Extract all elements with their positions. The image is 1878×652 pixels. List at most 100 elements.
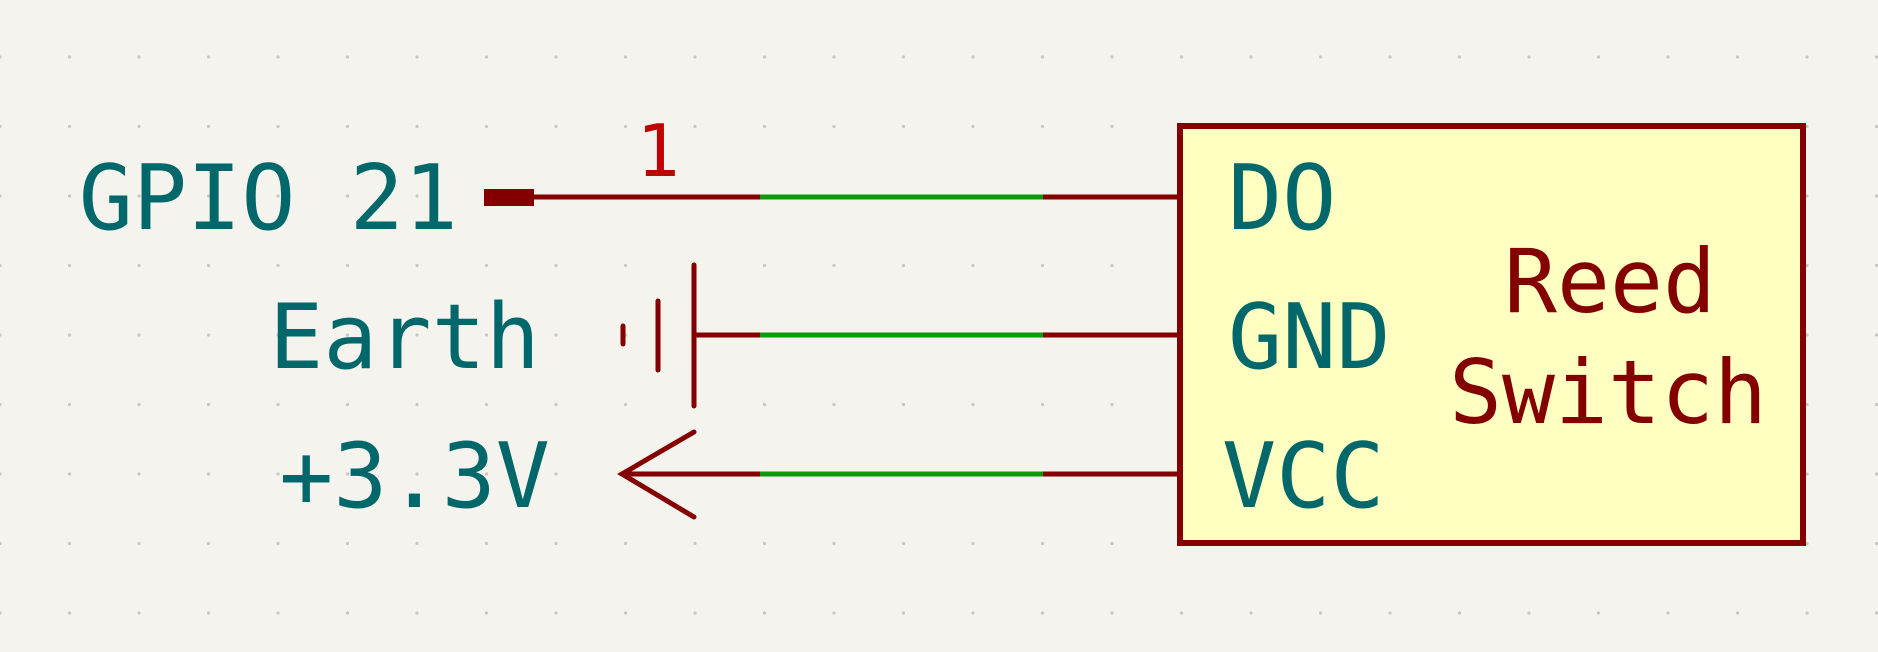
grid-dot [137,611,141,615]
grid-dot [1527,611,1531,615]
grid-dot [67,194,72,198]
grid-dot [415,55,419,59]
grid-dot [1249,611,1253,615]
grid-dot [971,263,975,268]
grid-dot [1249,55,1253,59]
grid-dot [1874,55,1878,59]
grid-dot [484,611,489,615]
gpio-label[interactable]: GPIO 21 [79,146,458,251]
grid-dot [67,124,72,129]
grid-dot [762,124,767,129]
grid-dot [623,541,628,546]
grid-dot [276,55,280,59]
grid-dot [1874,333,1878,337]
pin-label-gnd: GND [1228,285,1391,390]
grid-dot [67,402,72,407]
grid-dot [1110,124,1114,129]
grid-dot [345,263,350,268]
grid-dot [345,333,350,337]
grid-dot [1805,611,1809,615]
grid-dot [1805,194,1809,198]
grid-dot [693,55,697,59]
grid-dot [693,541,697,546]
grid-dot [1805,472,1809,476]
grid-dot [832,55,836,59]
grid-dot [206,263,211,268]
grid-dot [1596,55,1601,59]
gpio-pin-stub[interactable] [484,189,534,206]
grid-dot [345,472,350,476]
grid-dot [67,472,72,476]
grid-dot [276,194,280,198]
grid-dot [1110,55,1114,59]
grid-dot [345,611,350,615]
component-name-line1: Reed [1504,230,1716,333]
grid-dot [484,541,489,546]
grid-dot [1318,611,1323,615]
grid-dot [1874,194,1878,198]
grid-dot [1874,124,1878,129]
grid-dot [415,541,419,546]
grid-dot [1735,611,1740,615]
grid-dot [484,263,489,268]
grid-dot [762,55,767,59]
reed-switch-body[interactable] [1177,123,1806,546]
grid-dot [1805,124,1809,129]
grid-dot [276,124,280,129]
grid-dot [206,194,211,198]
grid-dot [345,402,350,407]
grid-dot [67,611,72,615]
component-name-line2: Switch [1449,341,1767,444]
grid-dot [1874,263,1878,268]
grid-dot [276,402,280,407]
grid-dot [137,55,141,59]
grid-dot [554,55,558,59]
grid-dot [554,333,558,337]
grid-dot [1040,541,1045,546]
grid-dot [1735,55,1740,59]
grid-dot [623,55,628,59]
grid-dot [1040,55,1045,59]
grid-dot [623,402,628,407]
ground-symbol[interactable] [620,262,697,409]
grid-dot [137,472,141,476]
earth-label[interactable]: Earth [269,285,540,390]
vcc-arrow-symbol[interactable] [617,429,697,520]
pin-number-label: 1 [636,109,679,193]
grid-dot [554,541,558,546]
grid-dot [832,263,836,268]
grid-dot [206,333,211,337]
grid-dot [206,611,211,615]
grid-dot [1040,402,1045,407]
grid-dot [67,263,72,268]
grid-dot [1457,55,1462,59]
grid-dot [901,611,906,615]
grid-dot [1110,402,1114,407]
grid-dot [345,194,350,198]
grid-dot [1179,611,1184,615]
grid-dot [1110,611,1114,615]
grid-dot [832,611,836,615]
grid-dot [484,402,489,407]
grid-dot [901,541,906,546]
pin-label-vcc: VCC [1222,424,1385,529]
grid-dot [832,541,836,546]
grid-dot [762,263,767,268]
grid-dot [1110,541,1114,546]
grid-dot [1388,611,1392,615]
grid-dot [1179,55,1184,59]
grid-dot [554,472,558,476]
grid-dot [901,402,906,407]
grid-dot [623,611,628,615]
grid-dot [415,333,419,337]
grid-dot [276,541,280,546]
grid-dot [345,55,350,59]
grid-dot [554,124,558,129]
grid-dot [1805,263,1809,268]
grid-dot [206,55,211,59]
grid-dot [137,402,141,407]
grid-dot [623,124,628,129]
vcc-label[interactable]: +3.3V [279,424,550,529]
grid-dot [484,333,489,337]
grid-dot [0,611,2,615]
